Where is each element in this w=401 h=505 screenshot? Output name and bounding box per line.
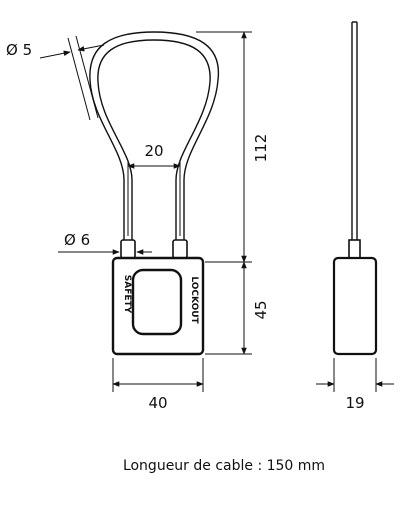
dim-shackle-diameter: Ø 6 [58,231,152,255]
safety-stamp: SAFETY [122,275,132,314]
dim-body-thickness: 19 [316,358,394,412]
front-view: SAFETY LOCKOUT [89,31,220,356]
lock-window [131,268,183,336]
total-height-label: 112 [252,134,270,163]
lockout-text: LOCKOUT [189,276,199,324]
side-ferrule [348,239,361,259]
safety-text: SAFETY [122,275,132,314]
dim-body-width: 40 [112,358,204,412]
side-body [332,256,378,356]
body-thickness-label: 19 [345,394,364,412]
cable-diameter-label: Ø 5 [6,41,32,59]
cable-loop-outer [89,31,220,242]
dim-cable-diameter: Ø 5 [6,35,105,121]
side-view [332,21,378,356]
body-width-label: 40 [148,394,167,412]
dim-body-height: 45 [205,261,270,355]
shackle-spacing-label: 20 [144,142,163,160]
cable-length-caption: Longueur de cable : 150 mm [123,458,325,474]
dim-total-height: 112 [196,31,270,263]
lockout-stamp: LOCKOUT [189,276,199,324]
body-height-label: 45 [252,300,270,319]
dim-shackle-spacing: 20 [127,142,181,236]
left-ferrule [120,239,136,259]
shackle-diameter-label: Ø 6 [64,231,90,249]
cable-loop-inner [97,39,211,242]
right-ferrule [172,239,188,259]
